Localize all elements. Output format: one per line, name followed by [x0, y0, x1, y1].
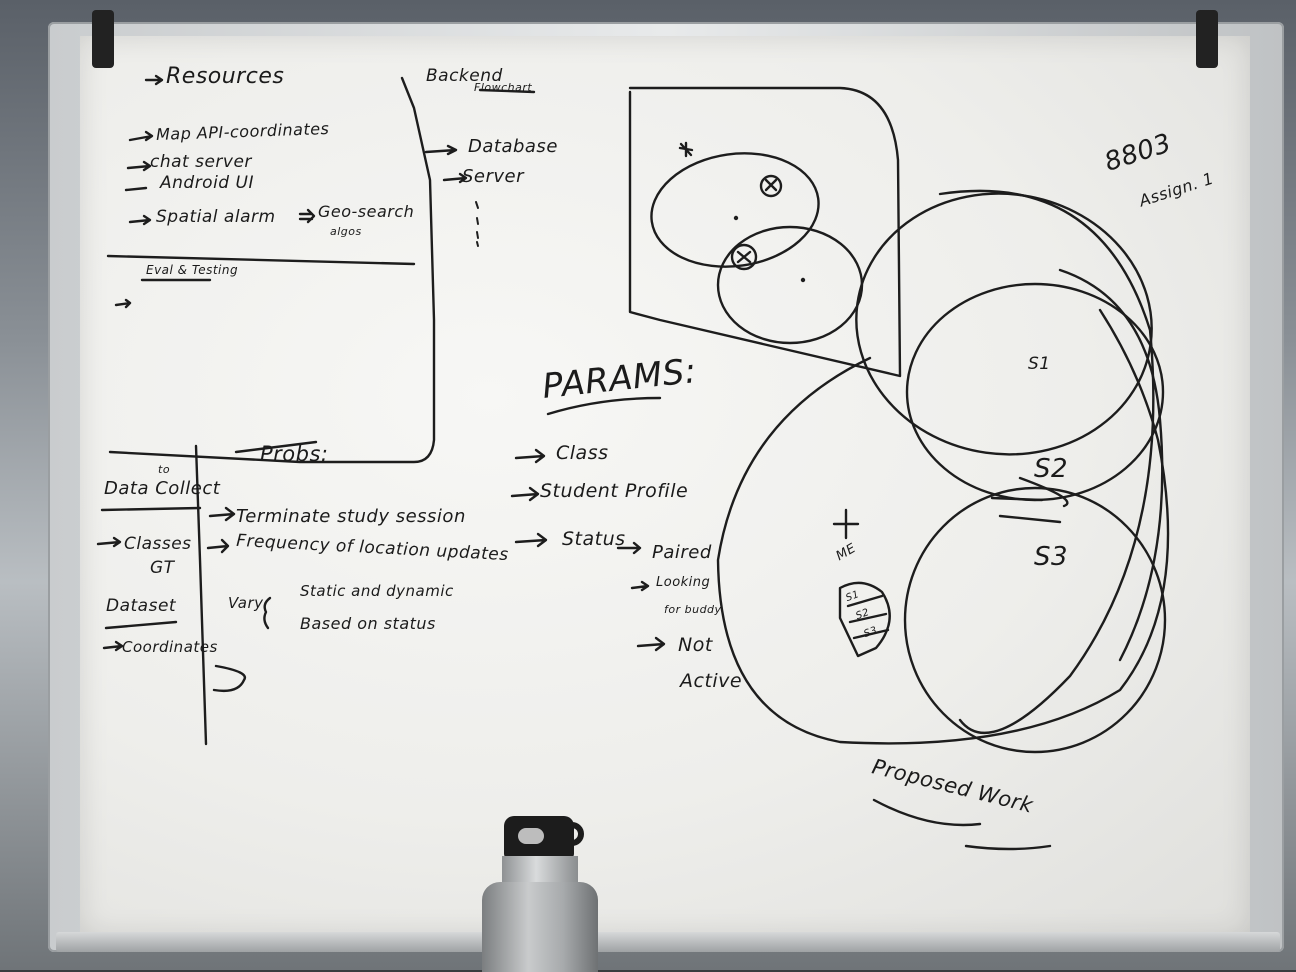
backend-item: Server	[462, 166, 525, 187]
probs-vary: Vary	[228, 594, 264, 612]
diagram-label-s3: S3	[1034, 542, 1069, 572]
resources-heading: Resources	[166, 64, 285, 89]
data-item: Classes	[124, 534, 192, 554]
resources-item: algos	[330, 225, 362, 238]
water-bottle	[482, 816, 598, 972]
data-collect-heading: Data Collect	[104, 478, 221, 499]
params-item: Status	[562, 528, 626, 550]
bottle-badge	[518, 828, 544, 844]
probs-vary-item: Based on status	[300, 614, 436, 633]
data-collect-sup: to	[158, 463, 171, 476]
resources-item: chat server	[150, 152, 252, 172]
params-item: Student Profile	[540, 480, 689, 502]
status-item: for buddy	[664, 603, 722, 616]
diagram-label-s1: S1	[1028, 354, 1051, 374]
resources-item: Geo-search	[318, 202, 415, 221]
status-item: Not	[678, 634, 713, 656]
resources-item: Android UI	[160, 173, 254, 193]
params-item: Class	[556, 442, 609, 464]
dataset-item: Coordinates	[122, 638, 218, 656]
status-item: Looking	[656, 575, 711, 590]
bottle-body	[482, 882, 598, 972]
resources-item: Spatial alarm	[156, 207, 276, 227]
data-item: GT	[150, 558, 175, 578]
dataset-heading: Dataset	[106, 596, 177, 616]
bottle-neck	[502, 856, 578, 884]
diagram-label-s2: S2	[1034, 454, 1069, 484]
marker-tray	[56, 932, 1280, 952]
probs-vary-item: Static and dynamic	[300, 582, 454, 600]
board-clip-icon	[92, 10, 114, 68]
board-clip-icon	[1196, 10, 1218, 68]
backend-item: Database	[468, 136, 558, 157]
eval-heading: Eval & Testing	[146, 263, 239, 277]
backend-title: Backend	[426, 66, 503, 86]
probs-item: Terminate study session	[236, 506, 466, 527]
backend-subtitle: Flowchart	[474, 81, 533, 94]
status-item: Active	[680, 670, 743, 692]
probs-heading: Probs:	[260, 442, 329, 466]
params-item: Paired	[652, 542, 712, 563]
